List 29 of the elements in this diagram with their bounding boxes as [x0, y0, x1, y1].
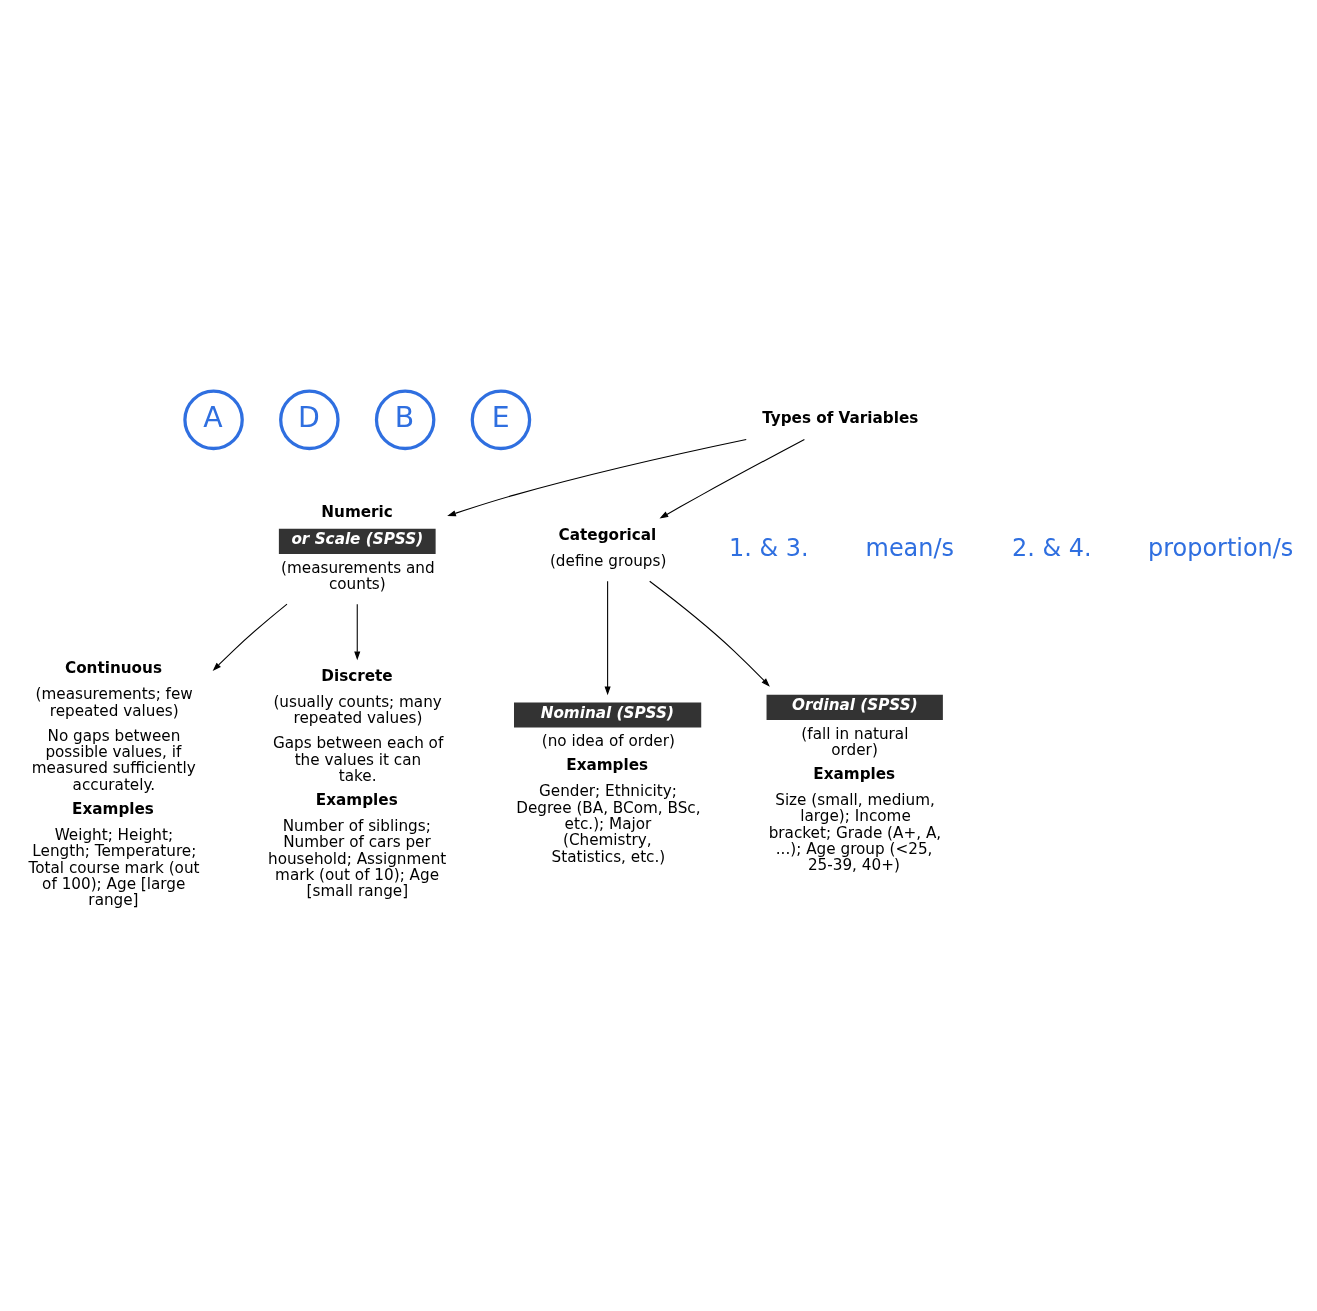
node-label: (no idea of order): [541, 732, 675, 751]
node-text: Continuous (measurements; few repeated values) No gaps between possible values, if measured sufficiently accurately. Examples Weight; Height; Length; Temperature; Total course mark (out of 100); Age [large range]: [28, 659, 200, 910]
node-box: or Scale (SPSS): [278, 528, 436, 554]
label: 1. & 3.: [728, 533, 809, 562]
arrow: [604, 580, 611, 696]
node-label: Size (small, medium, large); Income bracket; Grade (A+, A, ...); Age group (<25, 25-39, 40+): [768, 791, 942, 875]
arrow: [354, 603, 361, 661]
label: proportion/s: [1148, 533, 1294, 562]
node-text: Categorical (define groups): [549, 525, 667, 571]
node-label: Numeric: [321, 503, 393, 522]
node-label: (measurements and counts): [281, 558, 435, 593]
node-box: Ordinal (SPSS): [766, 694, 943, 720]
arrow: [212, 603, 288, 671]
node-text: Types of Variables: [762, 409, 919, 428]
arrow: [659, 438, 805, 519]
label: 2. & 4.: [1012, 533, 1092, 562]
node-label: (fall in natural order): [801, 724, 909, 759]
node-circle: D: [279, 389, 340, 451]
node-circle: E: [470, 389, 532, 451]
node-label: Gender; Ethnicity; Degree (BA, BCom, BSc, etc.); Major (Chemistry, Statistics, etc.): [516, 782, 701, 866]
node-text: Discrete (usually counts; many repeated values) Gaps between each of the values it can take. Examples Number of siblings; Number of cars per household; Assignment mark (out of 10); Age [small range]: [267, 666, 447, 901]
arrow: [447, 438, 747, 517]
node-label: Examples: [566, 756, 649, 775]
node-box: Nominal (SPSS): [514, 702, 702, 728]
node-label: Examples: [813, 764, 896, 783]
label: mean/s: [865, 533, 955, 562]
arrow: [649, 580, 770, 687]
node-circle: A: [183, 389, 244, 451]
node-circle: B: [374, 389, 436, 451]
